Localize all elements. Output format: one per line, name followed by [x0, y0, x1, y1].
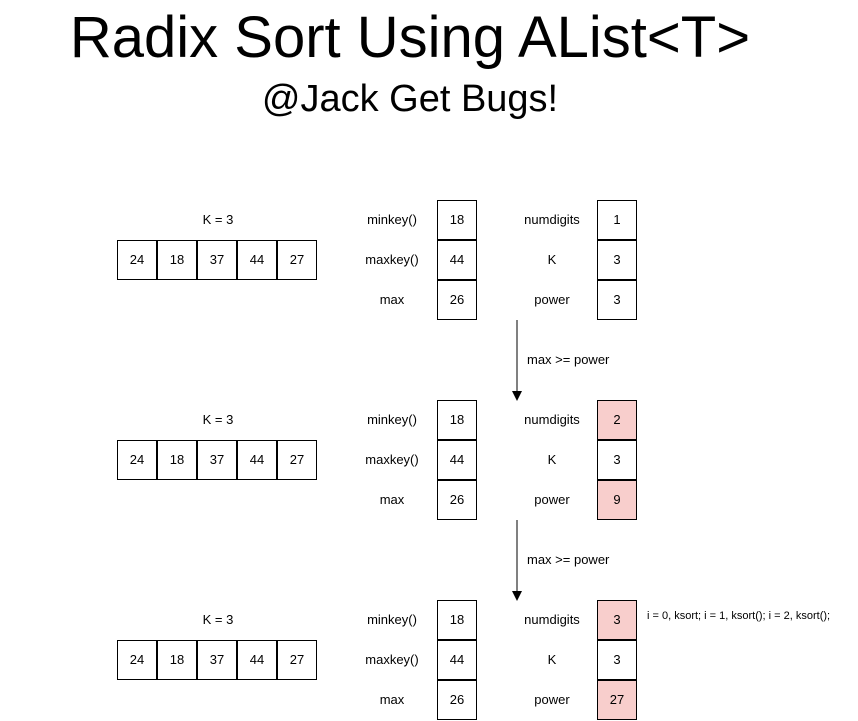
array-cell: 44 — [237, 640, 277, 680]
updated-value-cell: 3 — [597, 600, 637, 640]
variable-label: power — [534, 292, 570, 307]
variable-label: numdigits — [524, 412, 580, 427]
variable-label: minkey() — [367, 612, 417, 627]
array-cell: 18 — [157, 240, 197, 280]
array-cell: 24 — [117, 440, 157, 480]
array-cell: 37 — [197, 640, 237, 680]
array-cell: 27 — [277, 240, 317, 280]
variable-label: maxkey() — [365, 652, 419, 667]
array-cell: 27 — [277, 640, 317, 680]
variable-label: maxkey() — [365, 252, 419, 267]
array-cell: 37 — [197, 440, 237, 480]
ksort-note: i = 0, ksort; i = 1, ksort(); i = 2, kso… — [647, 610, 831, 622]
variable-label: K — [547, 452, 557, 467]
variable-label: max — [379, 692, 405, 707]
array-cell: 44 — [237, 440, 277, 480]
updated-value-cell: 27 — [597, 680, 637, 720]
variable-value-cell: 26 — [437, 280, 477, 320]
variable-value-cell: 26 — [437, 680, 477, 720]
updated-value-cell: 2 — [597, 400, 637, 440]
variable-value-cell: 3 — [597, 280, 637, 320]
variable-value-cell: 26 — [437, 480, 477, 520]
variable-label: max — [379, 292, 405, 307]
array-cell: 18 — [157, 640, 197, 680]
array-cell: 24 — [117, 640, 157, 680]
variable-label: max — [379, 492, 405, 507]
variable-value-cell: 44 — [437, 440, 477, 480]
updated-value-cell: 9 — [597, 480, 637, 520]
k-label: K = 3 — [202, 412, 234, 427]
k-label: K = 3 — [202, 212, 234, 227]
array-cell: 27 — [277, 440, 317, 480]
transition-label-1: max >= power — [527, 352, 610, 367]
arrow-down-1 — [512, 320, 522, 401]
diagram-subtitle: @Jack Get Bugs! — [261, 78, 559, 120]
variable-value-cell: 18 — [437, 200, 477, 240]
variable-label: numdigits — [524, 612, 580, 627]
variable-value-cell: 3 — [597, 240, 637, 280]
variable-label: K — [547, 252, 557, 267]
variable-label: power — [534, 692, 570, 707]
variable-label: power — [534, 492, 570, 507]
array-cell: 44 — [237, 240, 277, 280]
transition-label-2: max >= power — [527, 552, 610, 567]
array-cell: 24 — [117, 240, 157, 280]
array-cell: 18 — [157, 440, 197, 480]
variable-label: numdigits — [524, 212, 580, 227]
variable-label: K — [547, 652, 557, 667]
variable-value-cell: 3 — [597, 640, 637, 680]
variable-value-cell: 3 — [597, 440, 637, 480]
variable-label: maxkey() — [365, 452, 419, 467]
variable-value-cell: 18 — [437, 400, 477, 440]
variable-label: minkey() — [367, 412, 417, 427]
arrow-down-2 — [512, 520, 522, 601]
variable-value-cell: 1 — [597, 200, 637, 240]
variable-label: minkey() — [367, 212, 417, 227]
diagram-title: Radix Sort Using AList<T> — [69, 5, 751, 70]
variable-value-cell: 18 — [437, 600, 477, 640]
variable-value-cell: 44 — [437, 240, 477, 280]
array-cell: 37 — [197, 240, 237, 280]
k-label: K = 3 — [202, 612, 234, 627]
variable-value-cell: 44 — [437, 640, 477, 680]
